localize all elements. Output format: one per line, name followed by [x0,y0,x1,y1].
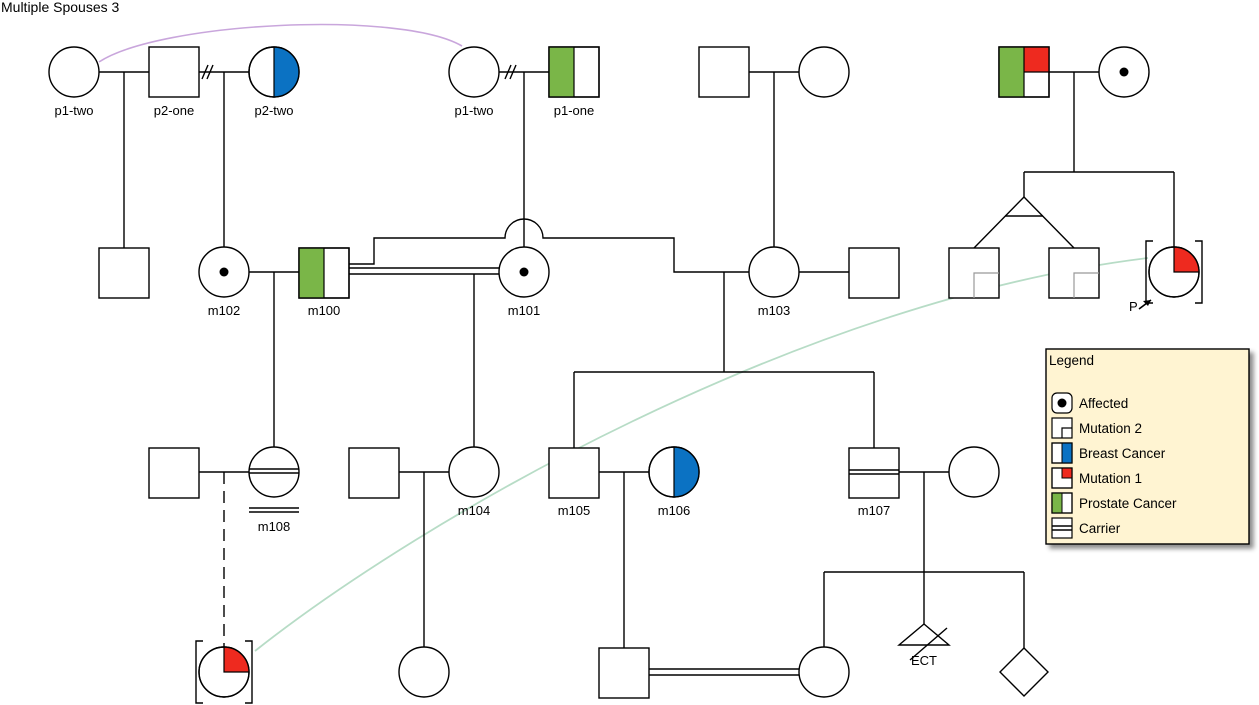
adopted-bracket-left [195,640,203,704]
individual-label: p1-two [54,103,93,118]
individual-p1-one[interactable]: p1-one [548,46,600,118]
legend-item-mutation-2: Mutation 2 [1051,417,1142,439]
individual-label: m106 [658,503,691,518]
individual-son-left[interactable] [98,247,150,299]
affected-dot-icon [1057,398,1067,408]
individual-label: m104 [458,503,491,518]
individual-label: p2-one [154,103,194,118]
individual-p2-two[interactable]: p2-two [248,46,300,118]
individual-label: p2-two [254,103,293,118]
prostate-cancer-icon [549,47,574,97]
individual-m102[interactable]: m102 [198,246,250,318]
individual-father-m103[interactable] [698,46,750,98]
prostate-cancer-icon [299,248,324,298]
svg-text:Mutation 1: Mutation 1 [1079,471,1142,486]
affected-dot-icon [219,267,229,277]
svg-text:Carrier: Carrier [1079,521,1121,536]
svg-text:Mutation 2: Mutation 2 [1079,421,1142,436]
individual-twin-1[interactable] [948,247,1000,299]
mutation-1-icon [1062,468,1072,478]
individual-p1-two-left[interactable]: p1-two [48,46,100,118]
proband-arrow-icon [1138,299,1152,310]
breast-cancer-icon [1062,443,1072,463]
mutation-1-icon [1174,247,1199,272]
adopted-bracket-right [245,640,253,704]
individual-label: m100 [308,303,341,318]
individual-m105-son[interactable] [598,647,650,699]
legend-item-affected: Affected [1051,392,1128,414]
individual-m107-daughter[interactable] [798,646,850,698]
mutation-2-icon [1073,272,1099,298]
individual-proband[interactable]: P [1129,240,1203,314]
adopted-bracket-right [1195,240,1203,304]
individual-label: m102 [208,303,241,318]
spouse-link-curve [98,23,463,63]
breast-cancer-icon [274,47,299,97]
legend-item-carrier: Carrier [1051,517,1121,539]
individual-m108-spouse[interactable] [148,447,200,499]
individual-p2-one[interactable]: p2-one [148,46,200,118]
mutation-1-icon [1024,47,1049,72]
deceased-slash [909,627,948,661]
prostate-cancer-icon [1052,493,1062,513]
individual-label: p1-one [554,103,594,118]
legend-item-prostate-cancer: Prostate Cancer [1051,492,1177,514]
individual-m108[interactable]: m108 [248,446,300,534]
legend-item-mutation-1: Mutation 1 [1051,467,1142,489]
individual-right-father[interactable] [998,46,1050,98]
affected-dot-icon [1119,67,1129,77]
individual-adopted-daughter[interactable] [195,640,253,704]
mutation-2-icon [1061,427,1072,438]
individual-ectopic-pregnancy[interactable]: ECT [897,623,951,668]
individual-label: p1-two [454,103,493,118]
individual-m101[interactable]: m101 [498,246,550,318]
individual-m104-daughter[interactable] [398,646,450,698]
individual-m104-spouse[interactable] [348,447,400,499]
mutation-1-icon [224,647,249,672]
affected-dot-icon [519,267,529,277]
svg-text:Affected: Affected [1079,396,1128,411]
relationship-lines [99,64,1175,676]
legend: Legend Affected Mutation 2 Breast Cancer [1045,348,1250,545]
individual-m106[interactable]: m106 [648,446,700,518]
individual-m104[interactable]: m104 [448,446,500,518]
individual-twin-2[interactable] [1048,247,1100,299]
individual-label: m105 [558,503,591,518]
individual-label: m107 [858,503,891,518]
individual-label: m103 [758,303,791,318]
individual-m103-spouse[interactable] [848,247,900,299]
svg-text:Prostate Cancer: Prostate Cancer [1079,496,1177,511]
svg-text:Breast Cancer: Breast Cancer [1079,446,1166,461]
legend-title: Legend [1049,353,1094,368]
individual-m107-spouse[interactable] [948,446,1000,498]
mutation-2-icon [973,272,999,298]
individual-m107[interactable]: m107 [848,447,900,518]
individual-label: ECT [911,653,937,668]
diagram-title: Multiple Spouses 3 [1,0,120,15]
prostate-cancer-icon [999,47,1024,97]
breast-cancer-icon [674,447,699,497]
individual-unknown-sex[interactable] [999,647,1049,697]
individual-p1-two-mid[interactable]: p1-two [448,46,500,118]
individual-label: m101 [508,303,541,318]
individual-m103[interactable]: m103 [748,246,800,318]
legend-item-breast-cancer: Breast Cancer [1051,442,1166,464]
individual-m100[interactable]: m100 [298,247,350,318]
proband-label: P [1129,299,1138,314]
individual-right-mother[interactable] [1098,46,1150,98]
individual-label: m108 [258,519,291,534]
individual-m105[interactable]: m105 [548,447,600,518]
individual-mother-m103[interactable] [798,46,850,98]
